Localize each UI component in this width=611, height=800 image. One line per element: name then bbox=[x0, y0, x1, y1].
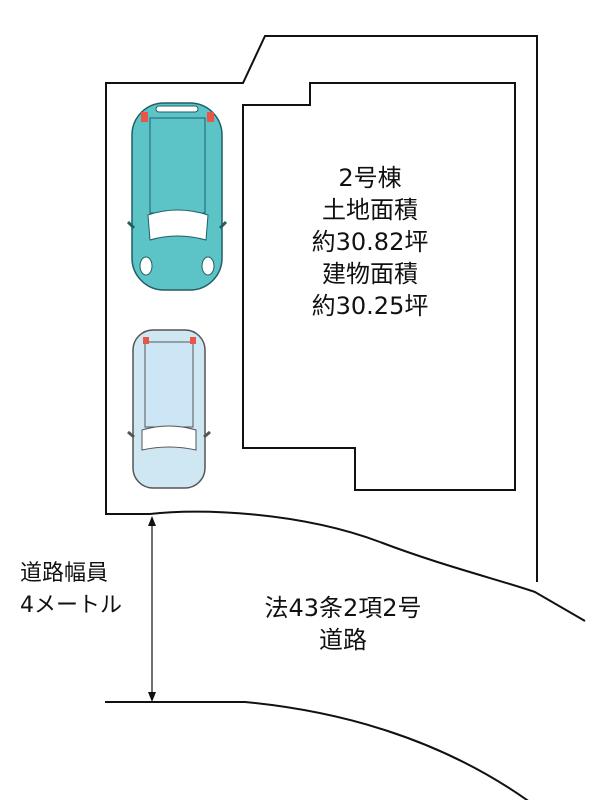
land-area-value: 約30.82坪 bbox=[311, 228, 429, 256]
road-type-note: 法43条2項2号 道路 bbox=[243, 592, 443, 656]
road-edge-lower bbox=[105, 701, 529, 800]
building-info: 2号棟 土地面積 約30.82坪 建物面積 約30.25坪 bbox=[270, 162, 470, 322]
car-icon bbox=[126, 102, 228, 291]
floor-area-label: 建物面積 bbox=[322, 260, 418, 288]
road-width-value: 4メートル bbox=[20, 593, 122, 618]
building-name: 2号棟 bbox=[338, 164, 402, 192]
road-width-note: 道路幅員 4メートル bbox=[20, 558, 145, 622]
road-type-line1: 法43条2項2号 bbox=[264, 594, 422, 622]
lot-boundary bbox=[105, 35, 538, 582]
road-type-line2: 道路 bbox=[319, 626, 367, 654]
road-edge-upper bbox=[149, 510, 586, 622]
car-icon bbox=[127, 329, 211, 489]
land-area-label: 土地面積 bbox=[322, 196, 418, 224]
building-footprint bbox=[242, 82, 516, 491]
road-width-label: 道路幅員 bbox=[20, 561, 109, 586]
road-width-dimension-arrow bbox=[148, 516, 156, 702]
floor-area-value: 約30.25坪 bbox=[311, 292, 429, 320]
